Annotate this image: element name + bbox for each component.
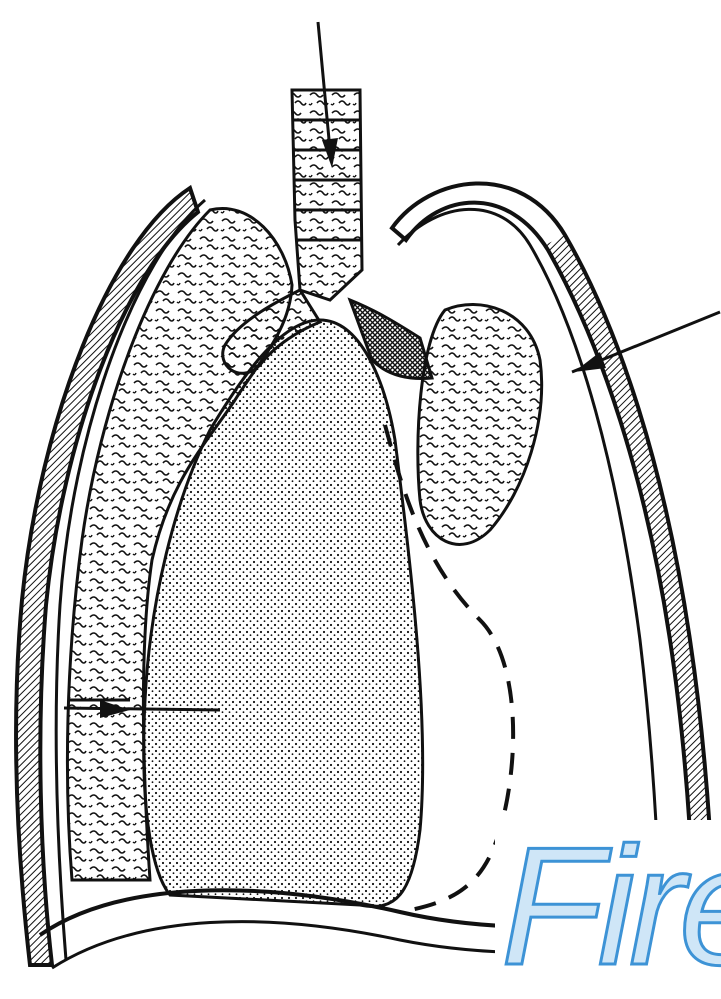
mediastinum-arrow-line bbox=[64, 708, 220, 710]
watermark: FireA bbox=[495, 820, 721, 994]
collapsed-right-lung bbox=[418, 304, 542, 544]
watermark-text: FireA bbox=[501, 822, 721, 990]
